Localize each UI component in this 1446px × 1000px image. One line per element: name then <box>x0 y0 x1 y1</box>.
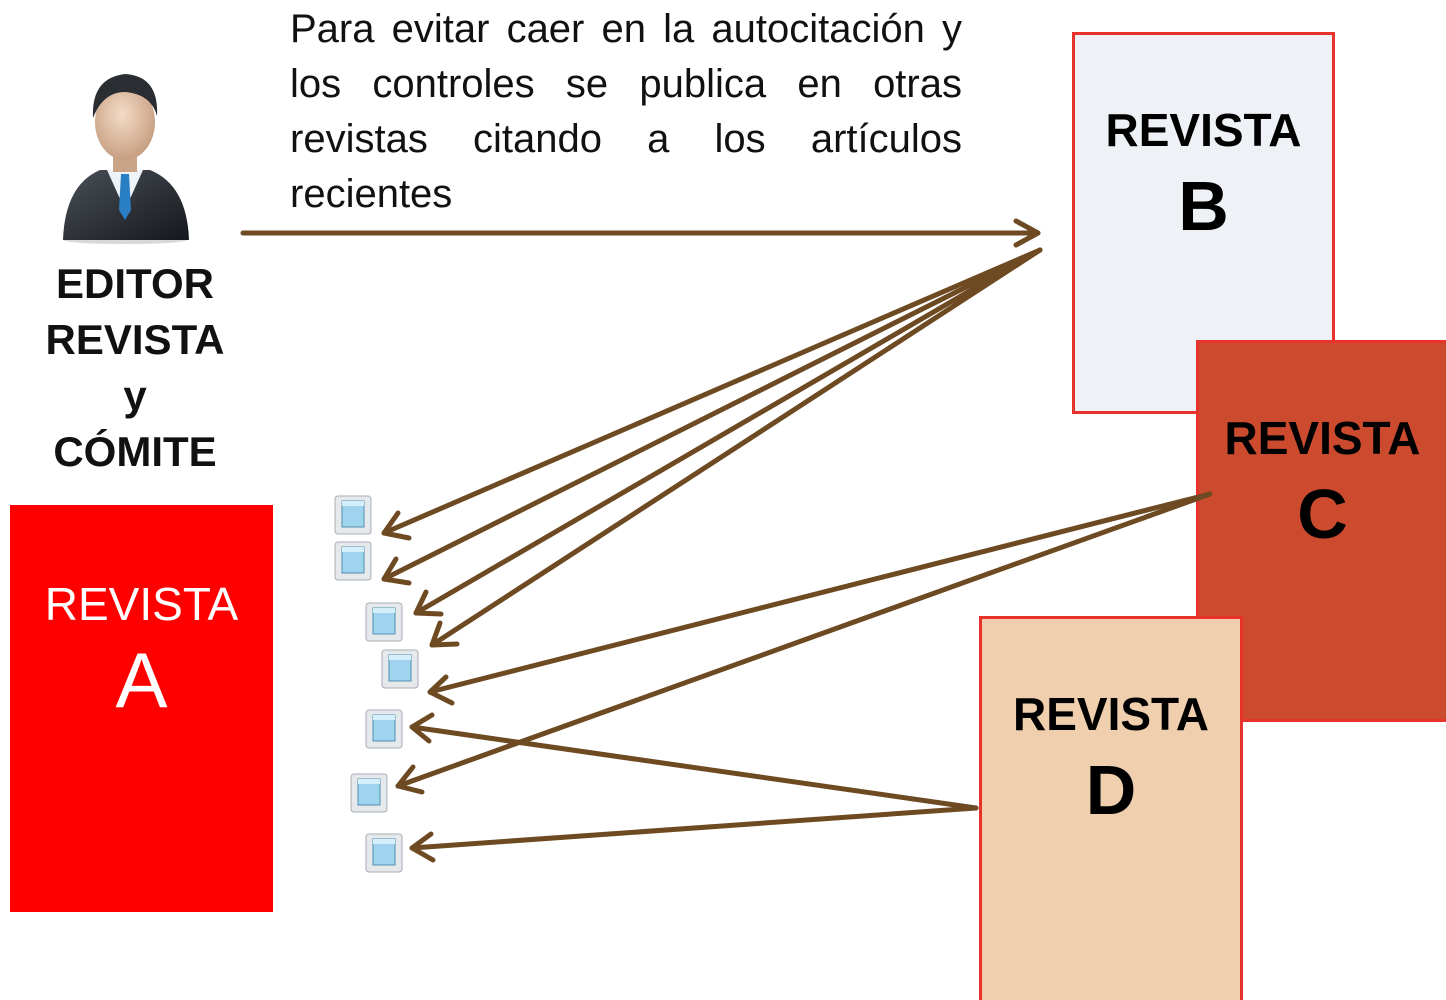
document-icon <box>365 833 403 873</box>
arrow-b-to-article-1 <box>381 247 1043 541</box>
journal-a-box: REVISTA A <box>10 505 273 912</box>
journal-d-letter: D <box>1085 751 1137 829</box>
journal-b-label: REVISTA <box>1105 104 1302 156</box>
document-icon <box>365 602 403 642</box>
arrow-b-to-article-4 <box>429 247 1043 648</box>
arrow-b-to-article-2 <box>381 247 1043 586</box>
document-icon <box>334 495 372 535</box>
journal-c-letter: C <box>1297 475 1348 553</box>
document-icon <box>381 649 419 689</box>
editor-label-line2: REVISTA <box>45 316 225 363</box>
editor-label: EDITOR REVISTA y CÓMITE <box>20 256 250 480</box>
editor-label-line4: CÓMITE <box>53 428 217 475</box>
editor-label-line1: EDITOR <box>56 260 214 307</box>
document-icon <box>350 773 388 813</box>
journal-d-label: REVISTA <box>1013 688 1209 740</box>
arrow-b-to-article-3 <box>413 247 1043 617</box>
arrow-d-to-article-5 <box>409 712 979 811</box>
arrow-d-to-article-7 <box>409 805 979 863</box>
journal-a-letter: A <box>115 636 168 724</box>
editor-label-line3: y <box>123 372 147 419</box>
document-icon <box>334 541 372 581</box>
businessman-icon <box>63 74 189 244</box>
document-icon <box>365 709 403 749</box>
journal-c-label: REVISTA <box>1224 412 1421 464</box>
journal-d-box: REVISTA D <box>979 616 1243 1000</box>
caption-text: Para evitar caer en la autocitación y lo… <box>290 7 962 216</box>
journal-b-letter: B <box>1178 167 1229 245</box>
arrow-c-to-article-6 <box>395 491 1213 795</box>
arrow-editor-to-b <box>240 218 1041 248</box>
journal-a-label: REVISTA <box>44 578 239 630</box>
arrow-c-to-article-4 <box>427 491 1213 706</box>
